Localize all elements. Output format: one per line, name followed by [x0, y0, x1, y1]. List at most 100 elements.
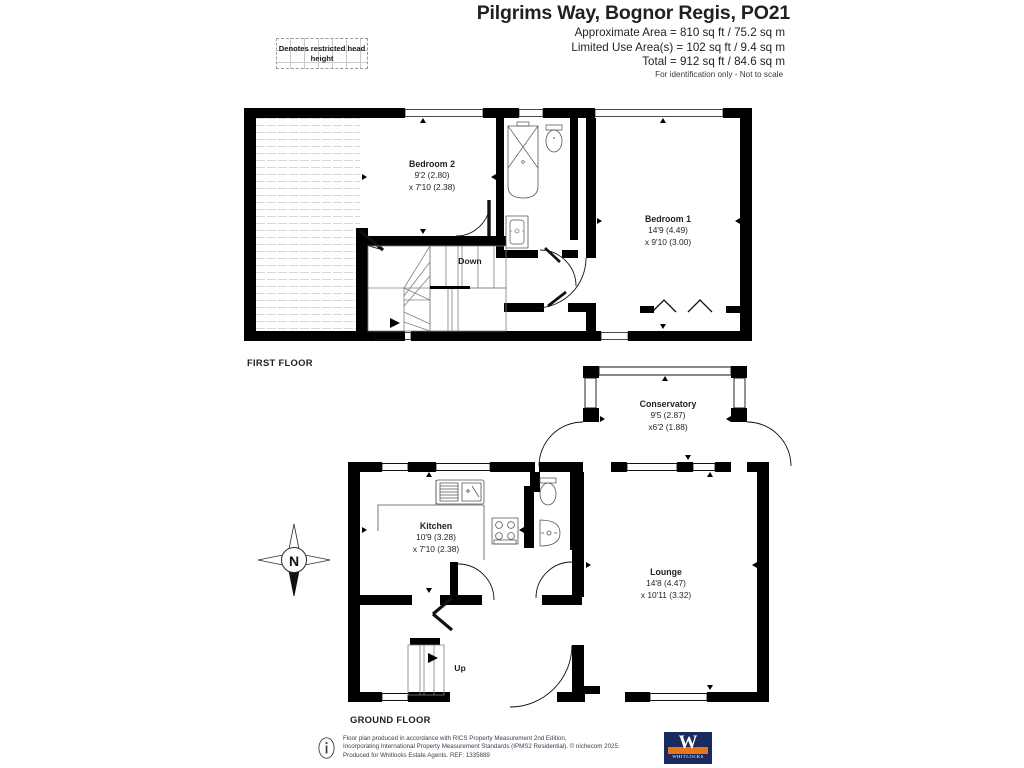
footer-text: Floor plan produced in accordance with R… [343, 735, 673, 760]
limited-use-area-text: Limited Use Area(s) = 102 sq ft / 9.4 sq… [571, 40, 785, 54]
footer-line-3: Produced for Whitlocks Estate Agents. RE… [343, 751, 490, 759]
wall-first-bed2-bottom [356, 228, 362, 237]
wall-first-top-d [723, 108, 752, 118]
wall-first-top-a [244, 108, 405, 118]
whitlocks-logo: W WHITLOCKS [664, 732, 712, 764]
dim-tick-cons-right [726, 416, 731, 422]
wall-ground-top-a [348, 462, 382, 472]
wall-bathroom-left [496, 118, 504, 258]
wall-cons-base-mid-post-c [715, 462, 731, 472]
stairs-down-label: Down [440, 256, 500, 267]
wall-bathroom-bottom-right [562, 250, 578, 258]
dim-tick-bed1-bottom [660, 324, 666, 329]
dim-tick-bed2-right [491, 174, 496, 180]
info-icon [318, 737, 335, 759]
dim-tick-cons-bottom [685, 455, 691, 460]
wall-kitchen-right-main [524, 486, 534, 548]
room-label-conservatory: Conservatory 9'5 (2.87) x6'2 (1.88) [609, 399, 727, 433]
wall-bed1-left-lower [586, 306, 596, 341]
room-dim-2: x 9'10 (3.00) [644, 236, 692, 247]
wall-ground-left [348, 462, 360, 702]
stairs-up-text: Up [454, 663, 466, 673]
area-summary: Approximate Area = 810 sq ft / 75.2 sq m… [0, 26, 785, 70]
wall-bed2-landing [368, 236, 458, 246]
compass-icon [256, 522, 332, 598]
wall-kitchen-right [530, 472, 540, 492]
wall-hall-bottom-right-stub [572, 686, 600, 694]
room-dim-2: x 7'10 (2.38) [412, 543, 460, 554]
wall-wc-bottom [542, 595, 582, 605]
wall-bathroom-right [570, 118, 578, 240]
wall-kitchen-door-jamb [450, 562, 458, 604]
legend-label: Denotes restricted head height [278, 43, 366, 63]
stairs-up-label: Up [440, 663, 480, 674]
room-name: Kitchen [419, 521, 453, 531]
ground-floor-label-text: GROUND FLOOR [350, 714, 431, 725]
wall-first-partition-vertical [356, 228, 368, 341]
dim-tick-lounge-right [752, 562, 757, 568]
room-name: Lounge [650, 567, 682, 577]
room-dim-1: 10'9 (3.28) [416, 532, 456, 543]
disclaimer-text: For identification only - Not to scale [655, 70, 783, 79]
wall-cons-top-left-post [583, 366, 599, 378]
room-name: Bedroom 2 [409, 159, 455, 169]
wall-lounge-left [572, 472, 584, 597]
wall-bed1-left [586, 118, 596, 258]
wall-cons-base-mid-post-a [611, 462, 627, 472]
dim-tick-bed2-bottom [420, 229, 426, 234]
wall-ground-bottom-e [707, 692, 769, 702]
wall-landing-bottom-right [568, 303, 596, 312]
compass-rose: N [256, 522, 332, 598]
dim-tick-bed2-left [362, 174, 367, 180]
room-dim-1: 14'9 (4.49) [648, 225, 688, 236]
stairs-down-text: Down [458, 256, 482, 266]
dim-tick-cons-top [662, 376, 668, 381]
page-title: Pilgrims Way, Bognor Regis, PO21 [476, 2, 790, 24]
room-label-kitchen: Kitchen 10'9 (3.28) x 7'10 (2.38) [383, 521, 489, 555]
wall-first-bottom-b [411, 331, 601, 341]
wall-ground-top-c [490, 462, 535, 472]
room-label-lounge: Lounge 14'8 (4.47) x 10'11 (3.32) [609, 567, 723, 601]
room-dim-2: x 10'11 (3.32) [640, 589, 692, 600]
wall-cons-left-post-lower [583, 408, 599, 422]
dim-tick-bed1-top [660, 118, 666, 123]
room-dim-2: x6'2 (1.88) [648, 421, 688, 432]
wall-first-top-b [483, 108, 519, 118]
restricted-head-height-area [256, 118, 360, 337]
approximate-area-text: Approximate Area = 810 sq ft / 75.2 sq m [574, 26, 785, 39]
first-floor-label-text: FIRST FLOOR [247, 357, 313, 368]
wall-landing-stairs-edge [458, 236, 506, 246]
compass-north-label: N [288, 552, 300, 569]
wall-landing-bottom [504, 303, 544, 312]
wall-ground-bottom-c [557, 692, 585, 702]
wall-kitchen-bottom [348, 595, 412, 605]
wall-hall-bottom-stub [410, 638, 440, 645]
room-dim-1: 9'5 (2.87) [650, 410, 686, 421]
dim-tick-bed2-top [420, 118, 426, 123]
wall-cons-base-mid-post-b [677, 462, 693, 472]
room-label-bedroom-2: Bedroom 2 9'2 (2.80) x 7'10 (2.38) [377, 159, 487, 193]
restricted-head-height-legend: Denotes restricted head height [276, 38, 368, 69]
dim-tick-lounge-top [707, 472, 713, 477]
wall-ground-bottom-d [625, 692, 650, 702]
dim-tick-kitchen-top [426, 472, 432, 477]
dim-tick-bed1-right [735, 218, 740, 224]
room-label-bedroom-1: Bedroom 1 14'9 (4.49) x 9'10 (3.00) [612, 214, 724, 248]
wall-kitchen-bottom-b [440, 595, 482, 605]
room-name: Bedroom 1 [645, 214, 691, 224]
wall-first-bottom-c [628, 331, 752, 341]
wall-cons-top-right-post [731, 366, 747, 378]
wall-bathroom-bottom [496, 250, 538, 258]
wall-cons-base-left [539, 462, 583, 472]
dim-tick-kitchen-right [519, 527, 524, 533]
logo-orange-band [668, 747, 708, 754]
dim-tick-lounge-left [586, 562, 591, 568]
footer-line-2: Incorporating International Property Mea… [343, 743, 620, 751]
